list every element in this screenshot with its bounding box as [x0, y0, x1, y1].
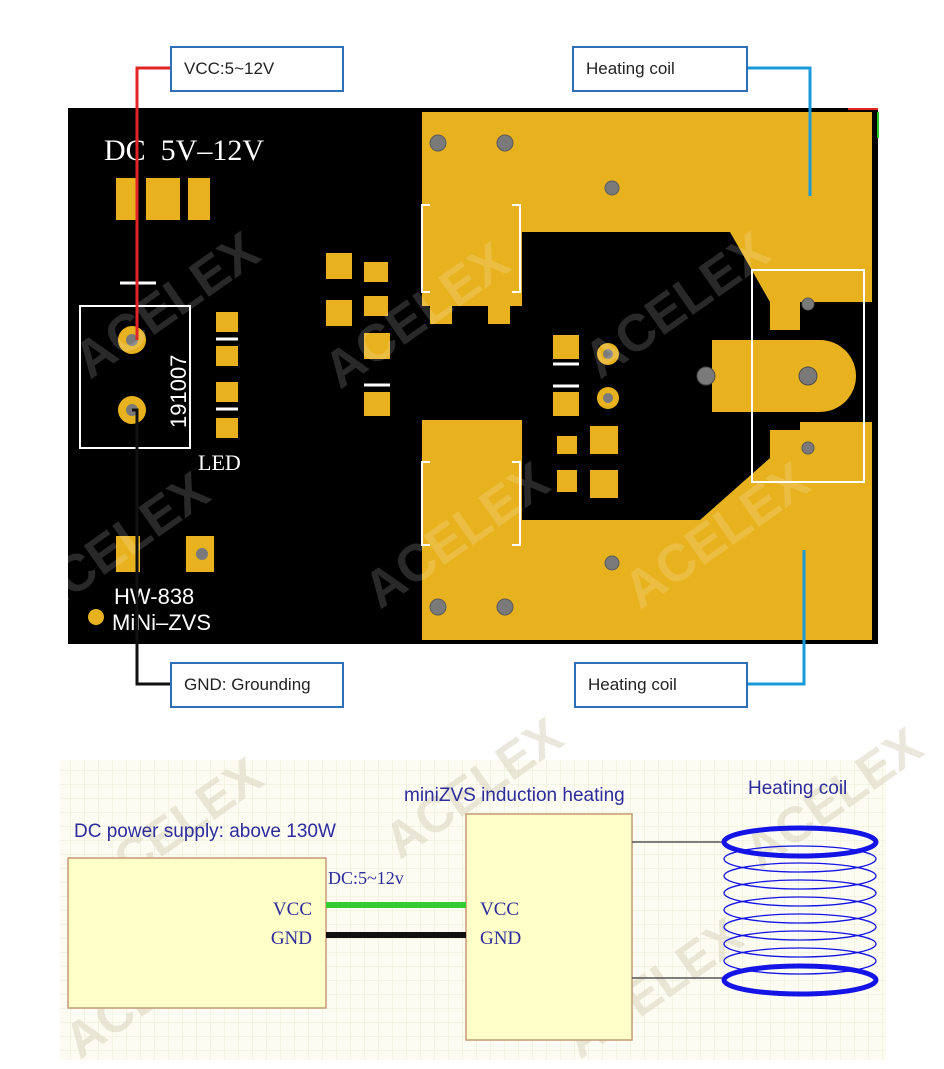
- gnd-wire: [132, 408, 170, 686]
- heating-coil: [721, 825, 879, 997]
- pin1-dot: [88, 609, 104, 625]
- copper-pour: [422, 112, 872, 640]
- vias: [429, 134, 815, 616]
- zvs-title: miniZVS induction heating: [404, 785, 625, 806]
- dc-supply-block: [67, 857, 327, 1009]
- zvs-vcc-label: VCC: [480, 899, 519, 920]
- board-led-label: LED: [198, 450, 241, 475]
- mosfet-outlines: [421, 204, 521, 546]
- zvs-block: [465, 813, 633, 1041]
- vcc-wire: [135, 66, 170, 340]
- coil-wire-top: [746, 66, 812, 196]
- smd-dark-bands: [138, 178, 188, 572]
- gnd-callout: GND: Grounding: [170, 662, 344, 708]
- board-name-label: MiNi–ZVS: [112, 610, 211, 635]
- smd-components: [116, 178, 618, 572]
- vcc-callout: VCC:5~12V: [170, 46, 344, 92]
- coil-terminal-pad: [712, 340, 856, 412]
- board-code-label: 191007: [166, 355, 191, 428]
- coil-wire-bottom: [746, 550, 806, 686]
- smd-separators: [216, 337, 579, 411]
- coil-callout-bottom: Heating coil: [574, 662, 748, 708]
- coil-callout-top: Heating coil: [572, 46, 748, 92]
- supply-vcc-label: VCC: [273, 899, 312, 920]
- coil-title: Heating coil: [748, 778, 847, 799]
- power-connector-outline: [79, 305, 191, 449]
- supply-voltage-label: DC:5~12v: [328, 868, 404, 888]
- diode-dot: [196, 548, 208, 560]
- small-rings: [597, 343, 619, 409]
- zvs-gnd-label: GND: [480, 928, 521, 949]
- terminal-outline: [751, 269, 865, 483]
- dc-supply-title: DC power supply: above 130W: [74, 821, 336, 842]
- schematic: ACELEX ACELEX ACELEX ACELEX ACELEX DC po…: [54, 707, 932, 1069]
- pcb-board: DC 5V–12V 191007 LED HW-838 MiNi–ZVS ACE…: [14, 108, 879, 644]
- mosfet-pads: [430, 210, 512, 534]
- supply-gnd-label: GND: [271, 928, 312, 949]
- board-model-label: HW-838: [114, 584, 194, 609]
- board-dc-label: DC 5V–12V: [104, 134, 264, 167]
- terminal-holes: [696, 366, 818, 386]
